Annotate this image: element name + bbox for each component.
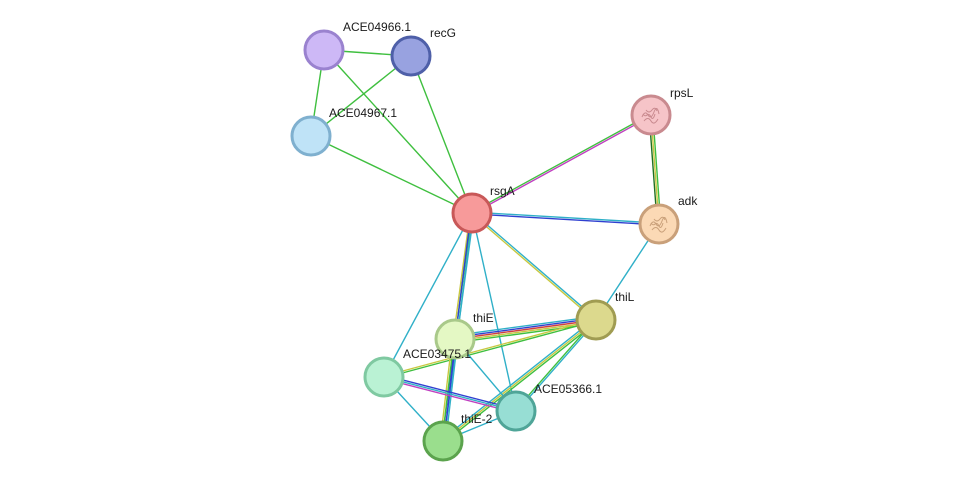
node-circle[interactable] [630, 94, 672, 136]
node-thie-2[interactable]: thiE-2 [422, 412, 493, 462]
edge-evidence-line [383, 376, 517, 412]
edge-evidence-line [471, 213, 659, 226]
protein-structure-icon [641, 107, 660, 124]
edge-evidence-line [310, 55, 412, 137]
node-thil[interactable]: thiL [575, 290, 635, 341]
node-circle[interactable] [303, 29, 345, 71]
node-ace05366-1[interactable]: ACE05366.1 [495, 382, 602, 432]
edge-rsga-ace03475-1[interactable] [383, 212, 473, 378]
edge-evidence-line [454, 315, 596, 337]
node-label: thiE-2 [461, 412, 493, 426]
node-label: thiL [615, 290, 635, 304]
node-ace04967-1[interactable]: ACE04967.1 [290, 106, 397, 157]
edge-evidence-line [454, 319, 597, 340]
node-label: ACE03475.1 [403, 347, 471, 361]
node-circle[interactable] [495, 390, 537, 432]
edge-evidence-line [472, 211, 660, 224]
edge-rsga-thil[interactable] [470, 211, 598, 322]
node-circle[interactable] [575, 299, 617, 341]
edge-evidence-line [383, 212, 473, 378]
edge-evidence-line [452, 212, 471, 339]
edge-evidence-line [383, 378, 516, 414]
node-label: rsgA [490, 184, 515, 198]
node-ace04966-1[interactable]: ACE04966.1 [303, 20, 411, 71]
edge-evidence-line [410, 55, 473, 214]
edge-evidence-line [442, 319, 597, 442]
edge-recg-rsga[interactable] [410, 55, 473, 214]
edge-evidence-line [472, 115, 652, 215]
node-recg[interactable]: recG [390, 26, 456, 77]
node-rsga[interactable]: rsgA [451, 184, 515, 234]
edge-evidence-line [470, 213, 596, 322]
edge-rsga-ace05366-1[interactable] [471, 212, 517, 412]
node-label: adk [678, 194, 698, 208]
edge-evidence-line [310, 135, 473, 214]
node-circle[interactable] [638, 203, 680, 245]
node-circle[interactable] [434, 318, 476, 360]
edge-evidence-line [384, 374, 517, 410]
edge-ace03475-1-ace05366-1[interactable] [383, 374, 517, 414]
node-label: ACE04966.1 [343, 20, 411, 34]
edge-thil-thie-2[interactable] [441, 318, 598, 443]
protein-structure-icon [649, 216, 668, 233]
edge-evidence-line [454, 317, 596, 338]
edge-ace04966-1-rsga[interactable] [323, 49, 473, 214]
edge-evidence-line [443, 320, 598, 443]
node-ace03475-1[interactable]: ACE03475.1 [363, 347, 471, 398]
node-adk[interactable]: adk [638, 194, 698, 245]
edge-evidence-line [323, 49, 473, 214]
node-circle[interactable] [363, 356, 405, 398]
nodes-layer: ACE04966.1 recG ACE04967.1 rpsL rsgA adk thiL t… [290, 20, 698, 462]
edge-recg-ace04967-1[interactable] [310, 55, 412, 137]
node-label: thiE [473, 311, 494, 325]
node-label: rpsL [670, 86, 694, 100]
node-circle[interactable] [290, 115, 332, 157]
edge-rsga-rpsl[interactable] [471, 113, 652, 215]
edge-thil-ace03475-1[interactable] [383, 318, 597, 379]
node-circle[interactable] [390, 35, 432, 77]
edge-ace04967-1-rsga[interactable] [310, 135, 473, 214]
node-circle[interactable] [422, 420, 464, 462]
node-label: recG [430, 26, 456, 40]
node-thie[interactable]: thiE [434, 311, 494, 360]
edge-evidence-line [471, 212, 517, 412]
node-label: ACE05366.1 [534, 382, 602, 396]
node-label: ACE04967.1 [329, 106, 397, 120]
node-rpsl[interactable]: rpsL [630, 86, 694, 136]
edge-evidence-line [384, 320, 597, 379]
edge-evidence-line [471, 113, 651, 213]
node-circle[interactable] [451, 192, 493, 234]
edge-evidence-line [383, 318, 596, 377]
edge-evidence-line [472, 211, 598, 320]
edge-evidence-line [441, 318, 596, 441]
edge-rsga-adk[interactable] [471, 211, 660, 226]
